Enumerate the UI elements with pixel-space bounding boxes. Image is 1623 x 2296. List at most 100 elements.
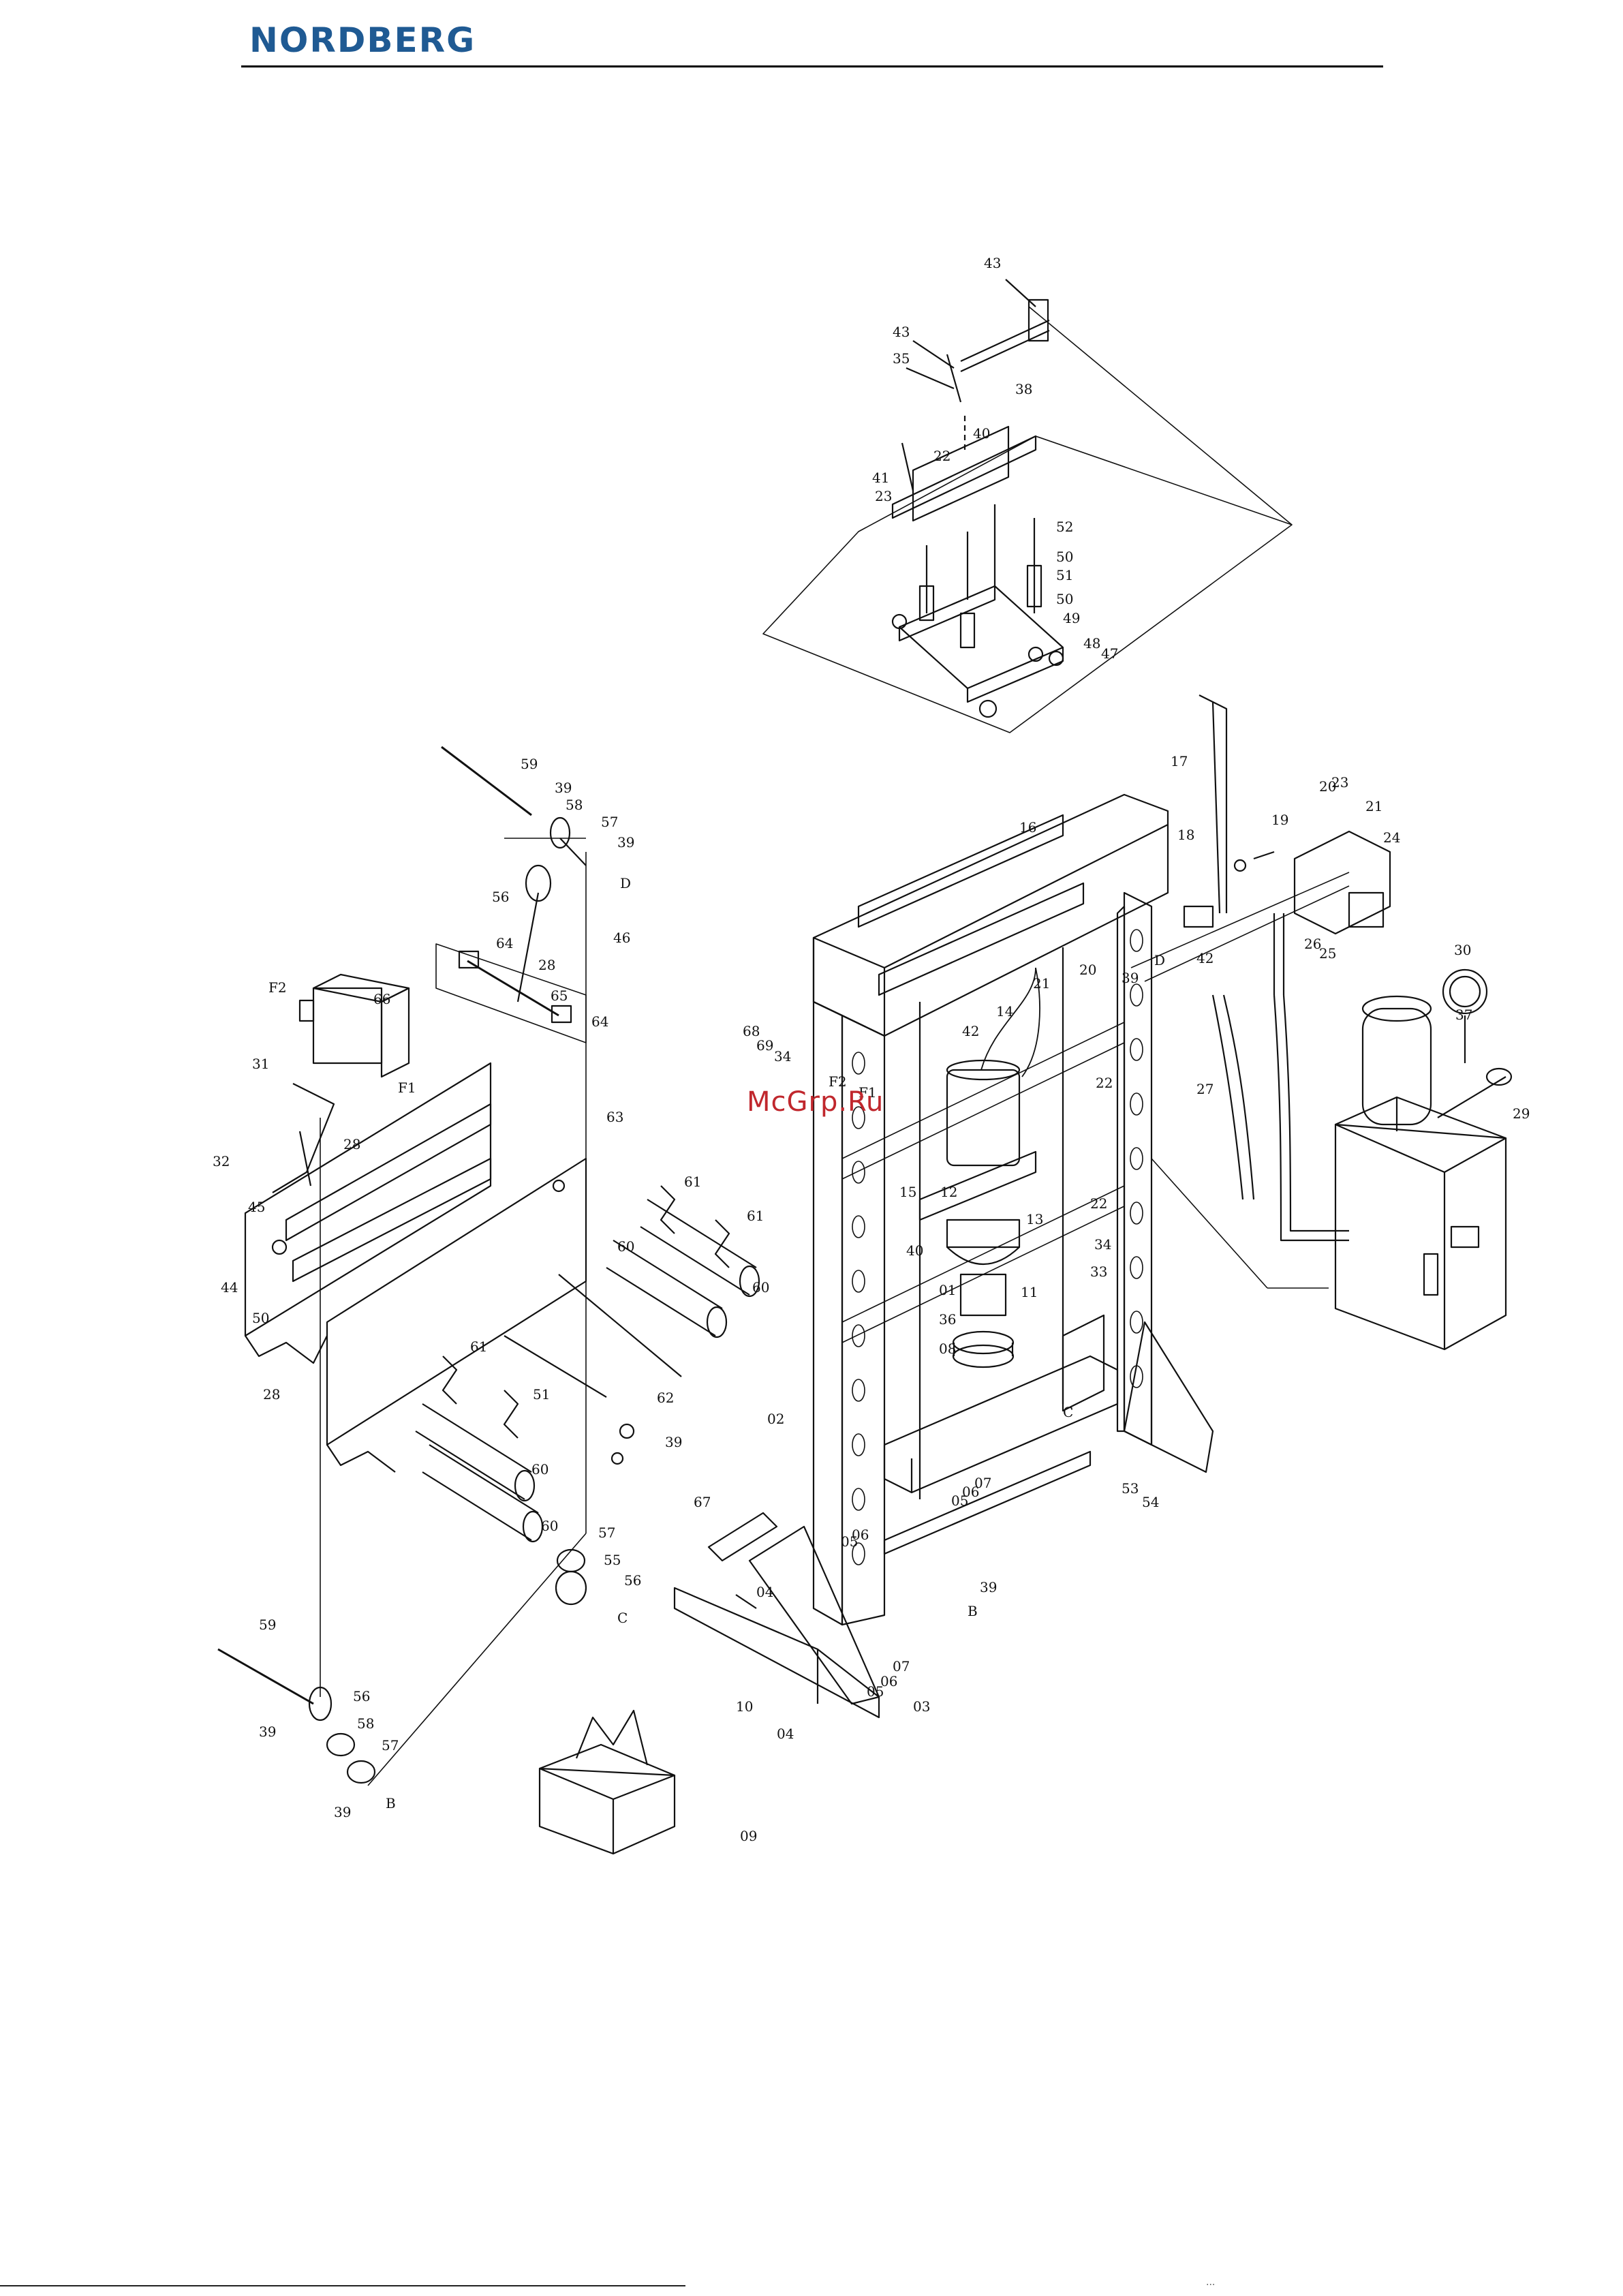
lever bbox=[707, 1512, 778, 1562]
callout-label: 01 bbox=[939, 1282, 956, 1298]
callout-label: 06 bbox=[962, 1484, 979, 1500]
callout-label: 39 bbox=[334, 1804, 351, 1820]
callout-label: 64 bbox=[591, 1013, 608, 1030]
callout-label: 06 bbox=[852, 1527, 869, 1543]
callout-label: 64 bbox=[496, 935, 513, 951]
callout-label: 22 bbox=[1090, 1195, 1107, 1212]
callout-label: 05 bbox=[841, 1533, 858, 1550]
callout-label: 39 bbox=[555, 780, 572, 796]
callout-label: 25 bbox=[1319, 945, 1336, 962]
callout-label: 43 bbox=[984, 255, 1001, 271]
roller bbox=[415, 1199, 760, 1543]
callout-label: 63 bbox=[606, 1109, 623, 1125]
callout-label: 19 bbox=[1271, 812, 1288, 828]
callout-label: 22 bbox=[933, 448, 950, 464]
callout-label: B bbox=[386, 1795, 396, 1811]
callout-label: 51 bbox=[533, 1386, 550, 1403]
valve-bracket bbox=[1183, 830, 1391, 935]
callout-label: 67 bbox=[694, 1494, 711, 1510]
callout-label: 44 bbox=[221, 1279, 238, 1296]
callout-label: 05 bbox=[951, 1493, 968, 1509]
callout-label: 69 bbox=[756, 1037, 773, 1054]
callout-label: 14 bbox=[996, 1003, 1013, 1020]
callout-label: 52 bbox=[1056, 519, 1073, 535]
callout-label: 11 bbox=[1021, 1284, 1038, 1300]
callout-label: 08 bbox=[939, 1341, 956, 1357]
envelope-line bbox=[762, 435, 1293, 733]
callout-label: 15 bbox=[899, 1184, 916, 1200]
watermark: McGrp.Ru bbox=[747, 1086, 884, 1118]
callout-label: 20 bbox=[1079, 962, 1096, 978]
top-plate-assembly bbox=[891, 279, 1050, 522]
callout-label: 39 bbox=[665, 1434, 682, 1450]
callout-label: 03 bbox=[913, 1698, 930, 1715]
callout-label: 61 bbox=[684, 1174, 701, 1190]
v-block bbox=[538, 1709, 676, 1855]
callout-label: 35 bbox=[893, 350, 910, 367]
callout-label: 42 bbox=[1196, 950, 1214, 966]
spring-beam-assembly bbox=[891, 504, 1064, 718]
callout-label: 04 bbox=[756, 1584, 773, 1600]
callout-label: 28 bbox=[538, 957, 555, 973]
callout-label: 33 bbox=[1090, 1264, 1107, 1280]
callout-label: 37 bbox=[1455, 1007, 1472, 1023]
callout-label: 30 bbox=[1454, 942, 1471, 958]
top-plate bbox=[912, 425, 1010, 522]
callout-label: 49 bbox=[1063, 610, 1080, 626]
callout-label: 48 bbox=[1083, 635, 1100, 652]
callout-label: 02 bbox=[767, 1411, 784, 1427]
callout-label: 21 bbox=[1365, 798, 1382, 814]
callout-label: 60 bbox=[531, 1461, 548, 1478]
motor bbox=[1361, 1007, 1432, 1126]
callout-label: 50 bbox=[1056, 591, 1073, 607]
callout-label: 28 bbox=[343, 1136, 360, 1152]
callout-label: 54 bbox=[1142, 1494, 1159, 1510]
callout-label: 39 bbox=[259, 1724, 276, 1740]
callout-label: 34 bbox=[1094, 1236, 1111, 1253]
footer-mark: ... bbox=[1206, 2276, 1216, 2288]
callout-label: 46 bbox=[613, 930, 630, 946]
callout-label: 60 bbox=[617, 1238, 634, 1255]
callout-label: 09 bbox=[740, 1828, 757, 1844]
callout-label: 21 bbox=[1033, 975, 1050, 992]
callout-label: 60 bbox=[752, 1279, 769, 1296]
callout-label: 45 bbox=[248, 1199, 265, 1215]
callout-label: 66 bbox=[373, 991, 390, 1007]
callout-label: 56 bbox=[353, 1688, 370, 1704]
nordberg-logo: NORDBERG bbox=[249, 20, 476, 60]
callout-label: 61 bbox=[470, 1338, 487, 1355]
callout-label: 50 bbox=[252, 1310, 269, 1326]
footer-rule bbox=[0, 2285, 685, 2286]
callout-label: 57 bbox=[382, 1737, 399, 1754]
hydraulic-cylinder bbox=[918, 967, 1040, 1368]
callout-label: 10 bbox=[736, 1698, 753, 1715]
callout-label: 68 bbox=[743, 1023, 760, 1039]
callout-label: 23 bbox=[1331, 774, 1348, 791]
hydraulic-hose bbox=[1130, 694, 1350, 1289]
callout-label: 24 bbox=[1383, 829, 1400, 846]
callout-label: 58 bbox=[566, 797, 583, 813]
callout-label: F2 bbox=[829, 1073, 847, 1090]
callout-label: 57 bbox=[601, 814, 618, 830]
callout-label: 56 bbox=[624, 1572, 641, 1589]
callout-label: 65 bbox=[551, 988, 568, 1004]
callout-label: F1 bbox=[398, 1080, 416, 1096]
callout-label: 12 bbox=[940, 1184, 957, 1200]
callout-label: F1 bbox=[859, 1084, 877, 1101]
callout-label: 50 bbox=[1056, 549, 1073, 565]
callout-label: 39 bbox=[617, 834, 634, 851]
callout-label: 39 bbox=[980, 1579, 997, 1595]
press-frame bbox=[812, 793, 1214, 1626]
callout-label: 59 bbox=[259, 1617, 276, 1633]
callout-label: 40 bbox=[973, 425, 990, 442]
callout-label: 56 bbox=[492, 889, 509, 905]
callout-label: 47 bbox=[1101, 645, 1118, 662]
callout-label: 57 bbox=[598, 1525, 615, 1541]
callout-label: 27 bbox=[1196, 1081, 1214, 1097]
callout-label: 55 bbox=[604, 1552, 621, 1568]
callout-label: 53 bbox=[1122, 1480, 1139, 1497]
callout-label: D bbox=[1154, 952, 1165, 968]
callout-label: D bbox=[620, 875, 631, 891]
callout-label: 20 bbox=[1319, 778, 1336, 795]
stand-leg bbox=[673, 1512, 880, 1719]
